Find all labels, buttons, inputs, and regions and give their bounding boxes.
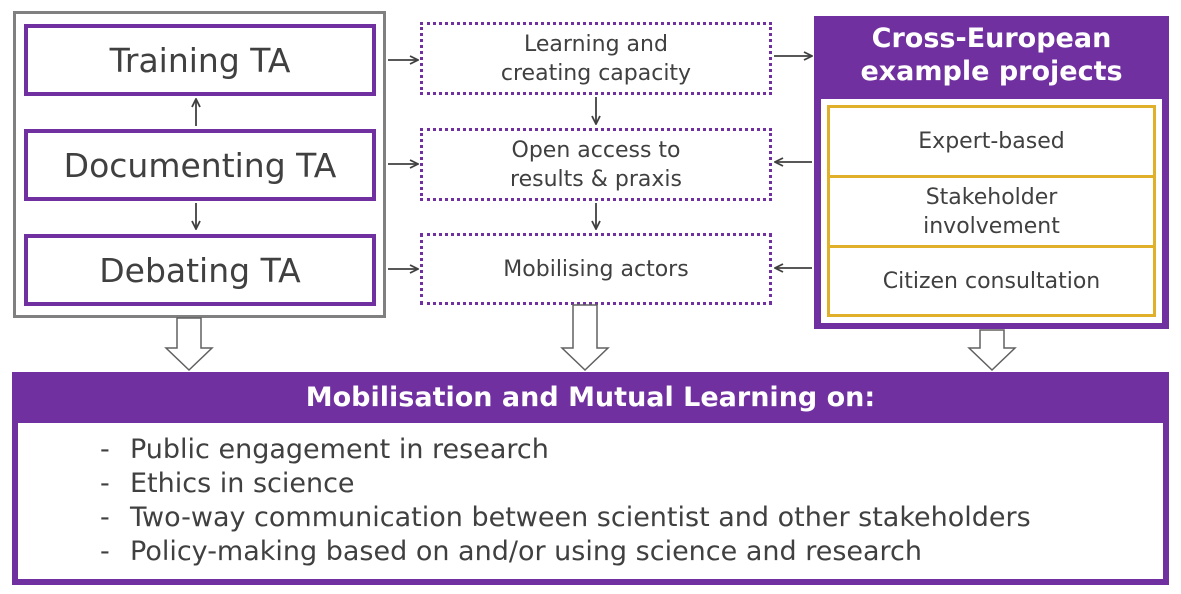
- ta-group-frame: [13, 11, 386, 318]
- open-access-box: Open access to results & praxis: [420, 128, 772, 201]
- documenting-ta-label: Documenting TA: [63, 145, 337, 185]
- mutual-learning-list: Public engagement in research Ethics in …: [100, 433, 1140, 569]
- learning-capacity-label: Learning and creating capacity: [500, 31, 692, 86]
- learning-capacity-box: Learning and creating capacity: [420, 22, 772, 95]
- list-item: Two-way communication between scientist …: [100, 501, 1140, 535]
- list-item: Policy-making based on and/or using scie…: [100, 535, 1140, 569]
- middle-block-arrow: [560, 304, 610, 372]
- training-ta-label: Training TA: [109, 40, 291, 80]
- debating-ta-label: Debating TA: [99, 250, 301, 290]
- documenting-ta-box: Documenting TA: [24, 129, 376, 201]
- expert-based-label: Expert-based: [918, 129, 1065, 154]
- citizen-consultation-box: Citizen consultation: [827, 245, 1156, 317]
- stakeholder-involvement-box: Stakeholder involvement: [827, 175, 1156, 248]
- mobilising-actors-box: Mobilising actors: [420, 233, 772, 305]
- debating-ta-box: Debating TA: [24, 234, 376, 306]
- open-access-label: Open access to results & praxis: [510, 137, 682, 192]
- expert-based-box: Expert-based: [827, 105, 1156, 178]
- stakeholder-involvement-label: Stakeholder involvement: [923, 184, 1060, 239]
- cross-european-title: Cross-European example projects: [860, 23, 1123, 87]
- list-item: Public engagement in research: [100, 433, 1140, 467]
- left-block-arrow: [164, 317, 214, 372]
- right-block-arrow: [967, 329, 1017, 372]
- training-ta-box: Training TA: [24, 24, 376, 96]
- mutual-learning-title: Mobilisation and Mutual Learning on:: [305, 382, 876, 413]
- mobilising-actors-label: Mobilising actors: [503, 256, 689, 282]
- citizen-consultation-label: Citizen consultation: [882, 268, 1101, 294]
- list-item: Ethics in science: [100, 467, 1140, 501]
